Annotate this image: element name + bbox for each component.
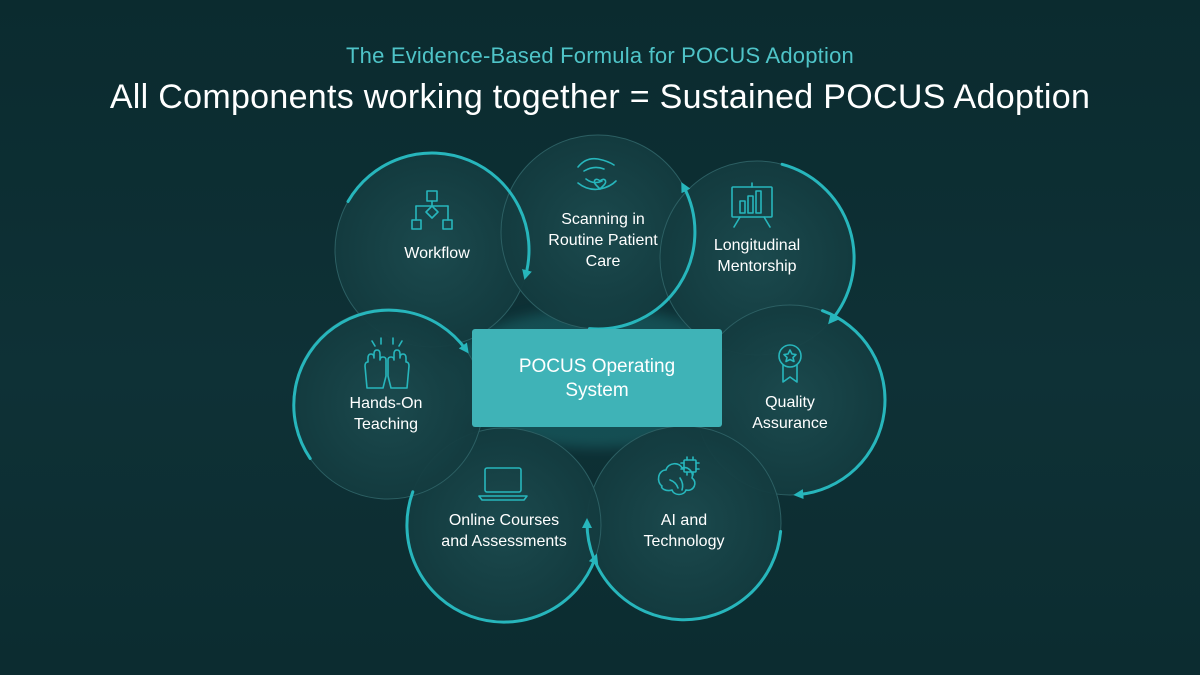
node-icons xyxy=(364,157,802,501)
cycle-arrow-workflow xyxy=(346,151,532,280)
workflow-icon xyxy=(411,190,453,230)
award-ribbon-icon xyxy=(778,344,802,383)
diagram-title: All Components working together = Sustai… xyxy=(109,78,1091,116)
brain-chip-icon xyxy=(657,456,700,496)
presentation-chart-icon xyxy=(731,182,773,228)
diagram-subtitle: The Evidence-Based Formula for POCUS Ado… xyxy=(346,43,854,68)
cycle-arrow-ai xyxy=(582,518,783,622)
laptop-icon xyxy=(478,467,528,501)
cycle-arrow-scanning xyxy=(588,182,697,331)
hands-heart-icon xyxy=(577,157,617,191)
cycle-arrow-handson xyxy=(292,308,469,460)
cycle-arrow-mentorship xyxy=(780,162,856,325)
cycle-arrow-quality xyxy=(793,309,887,500)
raised-hands-icon xyxy=(364,337,410,389)
cycle-arrow-online xyxy=(405,490,599,624)
node-label-workflow: Workflow xyxy=(404,245,470,262)
cycle-arrows xyxy=(292,151,887,624)
node-circles xyxy=(292,134,886,623)
